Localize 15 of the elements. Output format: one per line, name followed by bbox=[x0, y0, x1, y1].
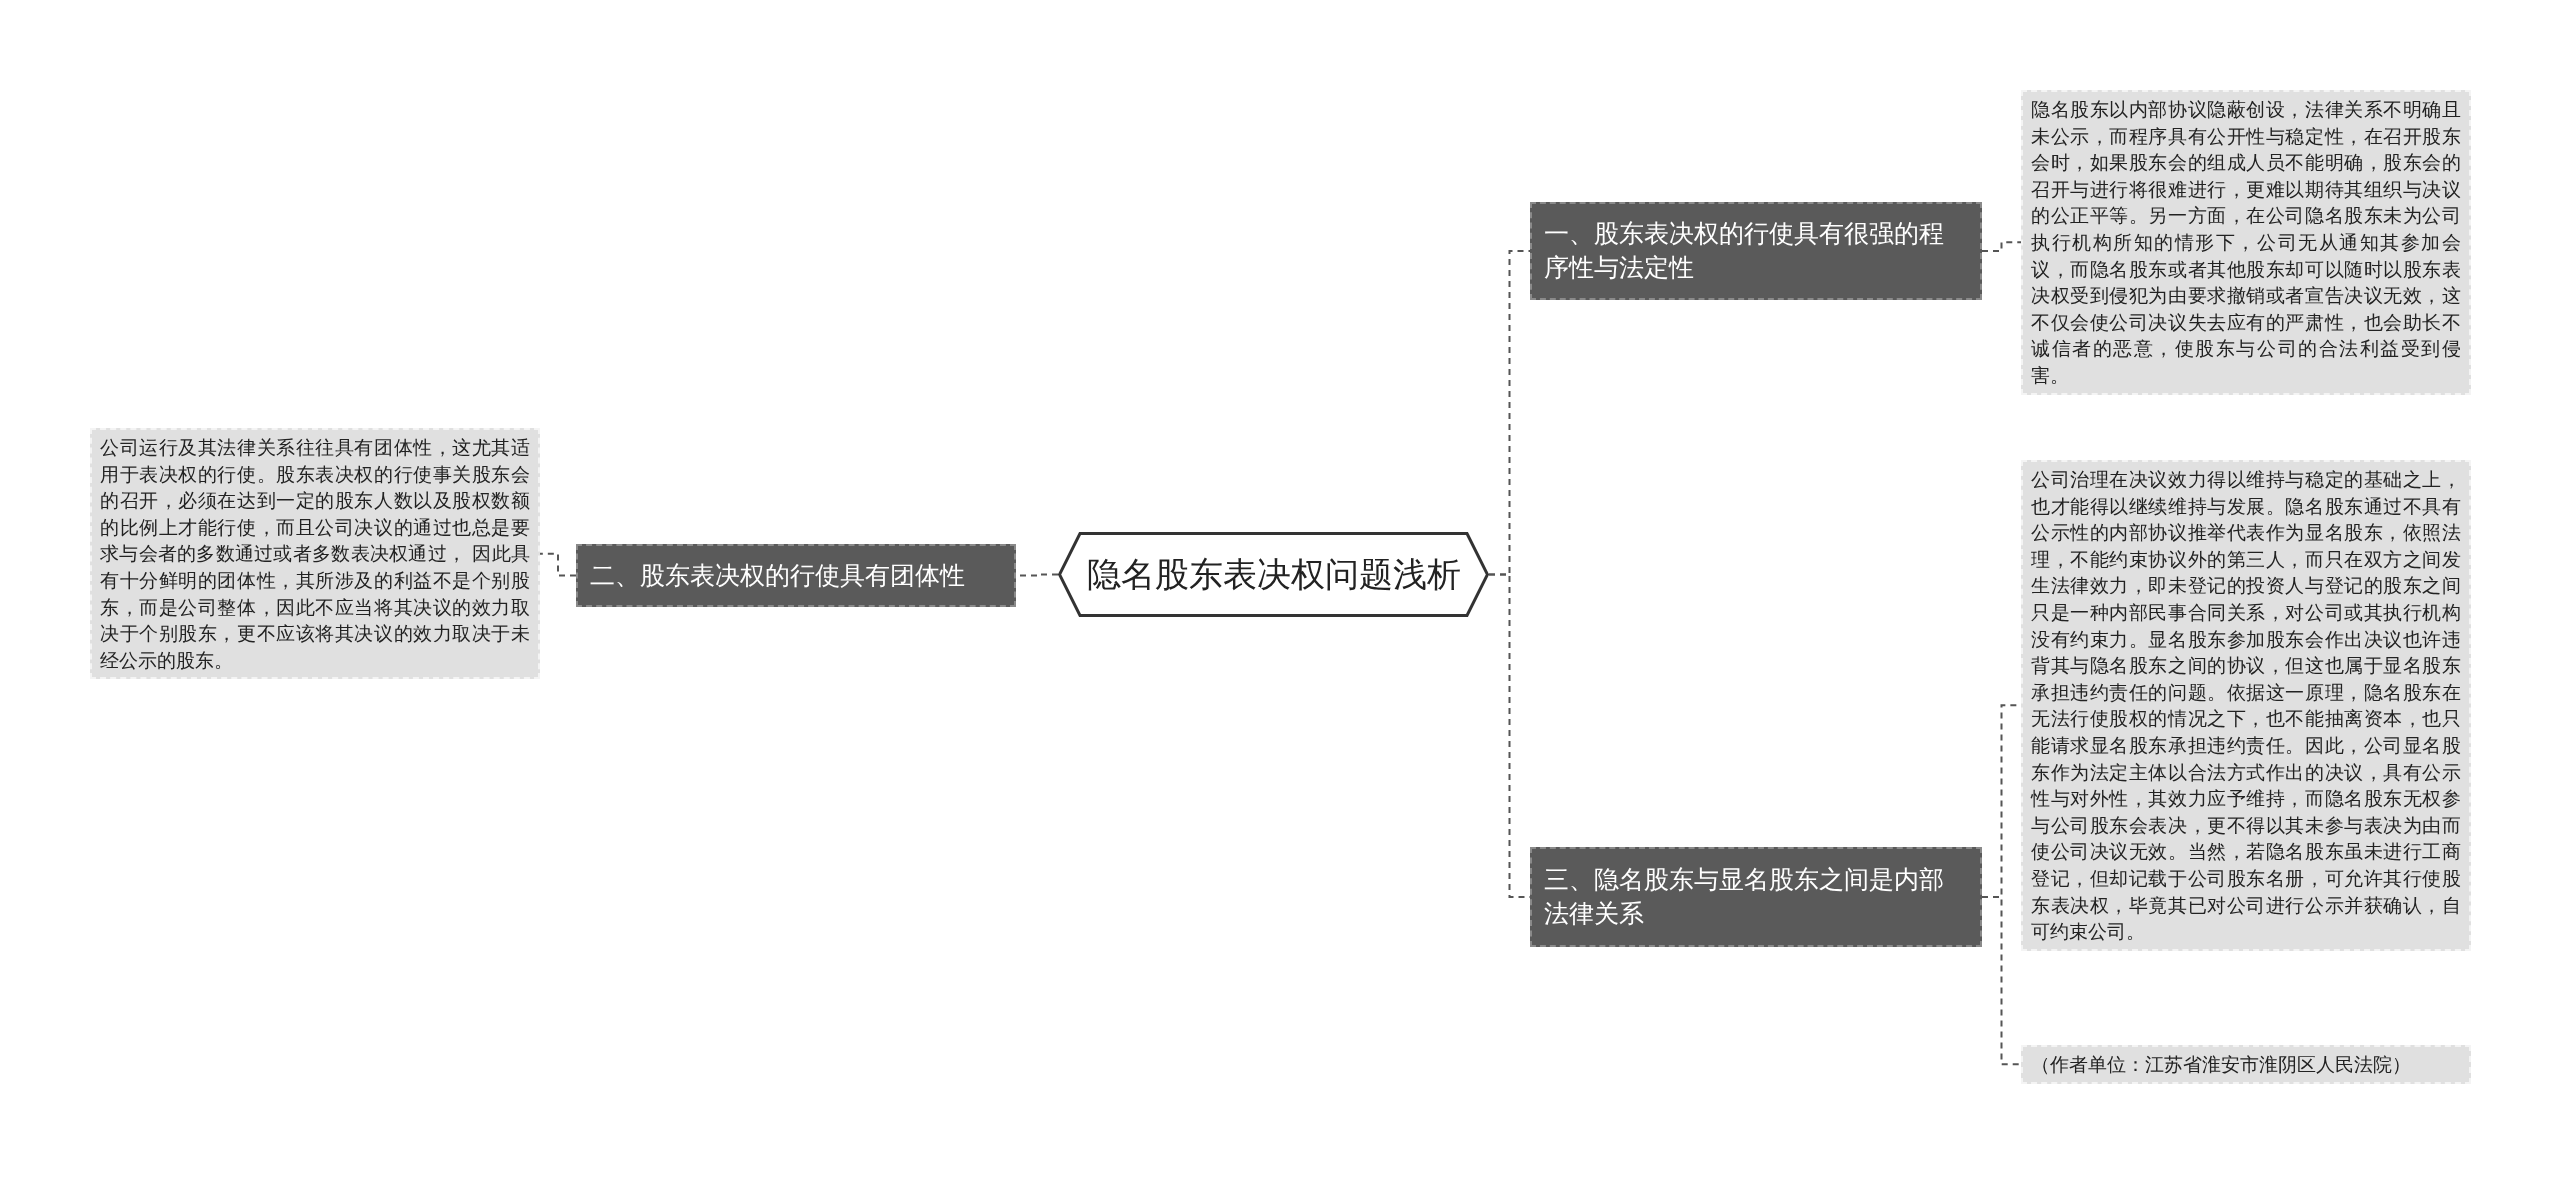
node-text: 二、股东表决权的行使具有团体性 bbox=[590, 559, 965, 592]
node-text: 隐名股东以内部协议隐蔽创设，法律关系不明确且未公示，而程序具有公开性与稳定性，在召开股东会时，如果股东会的组成人员不能明确，股东会的召开与进行将很难进行，更难以期待其组织与决议的公正平等。另一方面，在公司隐名股东未为公司执行机构所知的情形下，公司无从通知其参加会议，而隐名股东或者其他股东却可以随时以股东表决权受到侵犯为由要求撤销或者宣告决议无效，这不仅会使公司决议失去应有的严肃性，也会助长不诚信者的恶意，使股东与公司的合法利益受到侵害。 bbox=[2031, 97, 2461, 388]
branch-box bbox=[1530, 202, 1982, 300]
title-text: 隐名股东表决权问题浅析 bbox=[1086, 552, 1461, 596]
connector-line bbox=[1981, 896, 2022, 1066]
node-text: 一、股东表决权的行使具有很强的程序性与法定性 bbox=[1544, 218, 1945, 284]
connector-line bbox=[1981, 241, 2022, 252]
node-text: （作者单位：江苏省淮安市淮阴区人民法院） bbox=[2031, 1052, 2412, 1077]
node-text: 公司运行及其法律关系往往具有团体性，这尤其适用于表决权的行使。股东表决权的行使事关股东会的召开，必须在达到一定的股东人数以及股权数额的比例上才能行使，而且公司决议的通过也总是要求与会者的多数通过或者多数表决权通过， 因此具有十分鲜明的团体性，其所涉及的利益不是个别股东，而是公司整体，因此不应当将其决议的效力取决于个别股东，更不应该将其决议的效力取决于未经公示的股东。 bbox=[100, 435, 530, 673]
note-box bbox=[2021, 1045, 2471, 1084]
connector-line bbox=[539, 552, 577, 577]
node-text: 三、隐名股东与显名股东之间是内部法律关系 bbox=[1544, 864, 1945, 930]
branch-box bbox=[576, 544, 1016, 607]
node-text: 公司治理在决议效力得以维持与稳定的基础之上，也才能得以继续维持与发展。隐名股东通过不具有公示性的内部协议推举代表作为显名股东，依照法理，不能约束协议外的第三人，而只在双方之间发生法律效力，即未登记的投资人与登记的股东之间只是一种内部民事合同关系，对公司或其执行机构没有约束力。显名股东参加股东会作出决议也许违背其与隐名股东之间的协议，但这也属于显名股东承担违约责任的问题。依据这一原理，隐名股东在无法行使股权的情况之下，也不能抽离资本，也只能请求显名股东承担违约责任。因此，公司显名股东作为法定主体以合法方式作出的决议，具有公示性与对外性，其效力应予维持，而隐名股东无权参与公司股东会表决，更不得以其未参与表决为由而使公司决议无效。当然，若隐名股东虽未进行工商登记，但却记载于公司股东名册，可允许其行使股东表决权，毕竟其已对公司进行公示并获确认，自可约束公司。 bbox=[2031, 467, 2461, 945]
branch-box bbox=[1530, 847, 1982, 947]
